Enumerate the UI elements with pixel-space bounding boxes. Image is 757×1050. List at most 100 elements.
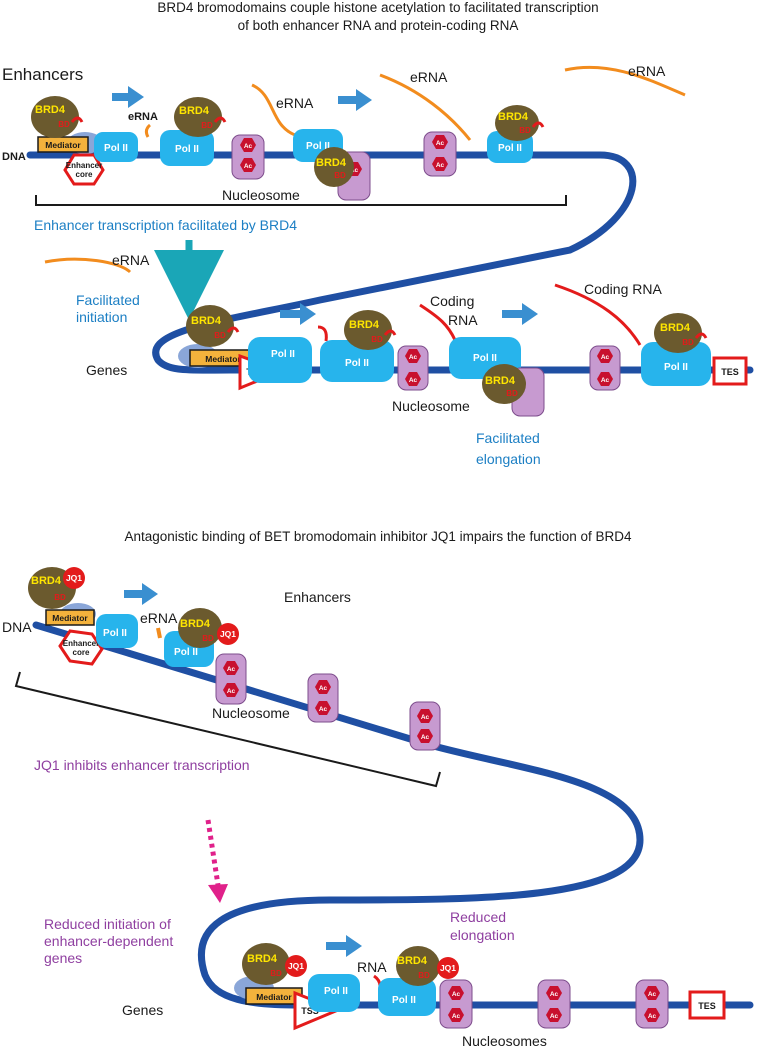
bd-label: BD — [202, 634, 214, 643]
brd4-body — [174, 97, 222, 137]
brd4-gene-bottom-2: BRD4 BD JQ1 — [396, 946, 459, 986]
erna-strand-3 — [379, 73, 472, 141]
ac-mark — [417, 709, 433, 723]
brd4-label: BRD4 — [498, 111, 529, 123]
jq1-label: JQ1 — [66, 573, 82, 583]
nucleosome-top-1: Ac Ac — [231, 134, 265, 180]
erna-label-4: eRNA — [628, 63, 666, 79]
pol-ii-gene-bottom-1: Pol II — [308, 974, 360, 1012]
mediator-complex-bottom: Mediator — [45, 603, 96, 626]
direction-arrow-1 — [112, 86, 144, 108]
brd4-label: BRD4 — [179, 105, 210, 117]
nucleosome-body — [635, 979, 669, 1029]
ac-label: Ac — [409, 354, 418, 361]
jq1-inhibitor — [285, 955, 307, 977]
nucleosome-body — [409, 701, 441, 751]
reduced-initiation-line1: Reduced initiation of — [44, 916, 171, 932]
ac-label: Ac — [421, 714, 430, 721]
ac-label: Ac — [319, 685, 328, 692]
pol-ii-label: Pol II — [271, 349, 295, 360]
direction-arrow-2 — [338, 89, 372, 111]
pol-ii-top-2: Pol II — [160, 130, 214, 166]
rna-label-bottom: RNA — [357, 959, 387, 975]
pol-ii-label: Pol II — [324, 986, 348, 997]
pol-ii-top-1: Pol II — [94, 132, 138, 162]
enhancer-caption-bottom: JQ1 inhibits enhancer transcription — [34, 757, 250, 773]
brd4-body — [654, 313, 702, 353]
erna-strand-4 — [564, 65, 686, 97]
pol-ii-body — [94, 132, 138, 162]
brd4-label: BRD4 — [397, 955, 428, 967]
tes-marker-bottom: TES — [688, 990, 726, 1020]
bottom-title: Antagonistic binding of BET bromodomain … — [124, 529, 632, 544]
pol-ii-body — [96, 614, 138, 648]
pol-ii-label: Pol II — [103, 628, 127, 639]
brd4-label: BRD4 — [31, 575, 62, 587]
brd4-gene-bottom-1: BRD4 BD JQ1 — [242, 943, 307, 985]
erna-label-bottom: eRNA — [140, 610, 178, 626]
dna-label-top: DNA — [2, 151, 26, 163]
mediator-label: Mediator — [205, 354, 241, 364]
reduced-initiation-arrowhead — [208, 884, 228, 903]
ac-mark — [240, 158, 256, 172]
nucleosome-gene-bottom-3: Ac Ac — [635, 979, 669, 1029]
mediator-box — [45, 609, 95, 626]
jq1-inhibitor — [437, 957, 459, 979]
direction-arrow-3 — [280, 303, 316, 325]
nucleosome-label-gene-top: Nucleosome — [392, 398, 470, 414]
ac-mark — [644, 1008, 660, 1022]
brd4-top-1: BRD4 BD — [31, 96, 84, 138]
bd-label: BD — [270, 969, 282, 978]
tss-label: TSS — [301, 1006, 319, 1016]
brd4-bottom-1: BRD4 BD JQ1 — [28, 567, 85, 609]
enhancer-bracket-caption: Enhancer transcription facilitated by BR… — [34, 217, 297, 233]
ac-mark — [597, 372, 613, 386]
brd4-body — [396, 946, 440, 986]
ac-label: Ac — [436, 140, 445, 147]
facilitated-elongation-line1: Facilitated — [476, 430, 540, 446]
pol-ii-label: Pol II — [104, 143, 128, 154]
pol-ii-label: Pol II — [664, 362, 688, 373]
pol-ii-body — [641, 342, 711, 386]
enhancer-core-line1: Enhancer — [63, 639, 99, 648]
nucleosome-body — [231, 134, 265, 180]
bromodomain-pocket — [213, 116, 227, 123]
ac-label: Ac — [452, 991, 461, 998]
bromodomain-pocket — [383, 329, 397, 336]
pol-ii-gene-top-2: Pol II — [320, 340, 394, 382]
nucleosome-bottom-3: Ac Ac — [409, 701, 441, 751]
nucleosome-label-bottom: Nucleosome — [212, 705, 290, 721]
mediator-label: Mediator — [52, 613, 88, 623]
enhancer-core-hexagon — [63, 153, 105, 186]
bd-label: BD — [506, 389, 518, 398]
ac-label: Ac — [601, 354, 610, 361]
mediator-label: Mediator — [256, 992, 292, 1002]
bd-label: BD — [371, 335, 383, 344]
ac-label: Ac — [601, 377, 610, 384]
enhancers-label-top: Enhancers — [2, 65, 83, 84]
jq1-inhibitor — [63, 567, 85, 589]
brd4-body — [482, 364, 526, 404]
reduced-elongation-line2: elongation — [450, 927, 515, 943]
brd4-body — [31, 96, 79, 138]
mediator-box — [37, 136, 89, 153]
erna-strand-bottom — [156, 627, 162, 639]
enhancer-core-line1: Enhancer — [66, 161, 102, 170]
jq1-label: JQ1 — [440, 963, 456, 973]
brd4-label: BRD4 — [247, 953, 278, 965]
brd4-gene-top-4: BRD4 BD — [654, 313, 708, 353]
brd4-label: BRD4 — [316, 157, 347, 169]
bd-label: BD — [519, 126, 531, 135]
ac-mark — [223, 683, 239, 697]
brd4-gene-top-1: BRD4 BD — [186, 305, 240, 347]
dna-strand-top — [26, 151, 754, 374]
ac-mark — [223, 661, 239, 675]
brd4-top-4: BRD4 BD — [495, 105, 545, 141]
ac-label: Ac — [409, 377, 418, 384]
coding-rna-1-line1: Coding — [430, 293, 474, 309]
jq1-inhibitor — [217, 623, 239, 645]
bromodomain-pocket — [70, 116, 84, 123]
coding-rna-strand-2 — [419, 303, 457, 341]
brd4-body — [314, 147, 354, 187]
